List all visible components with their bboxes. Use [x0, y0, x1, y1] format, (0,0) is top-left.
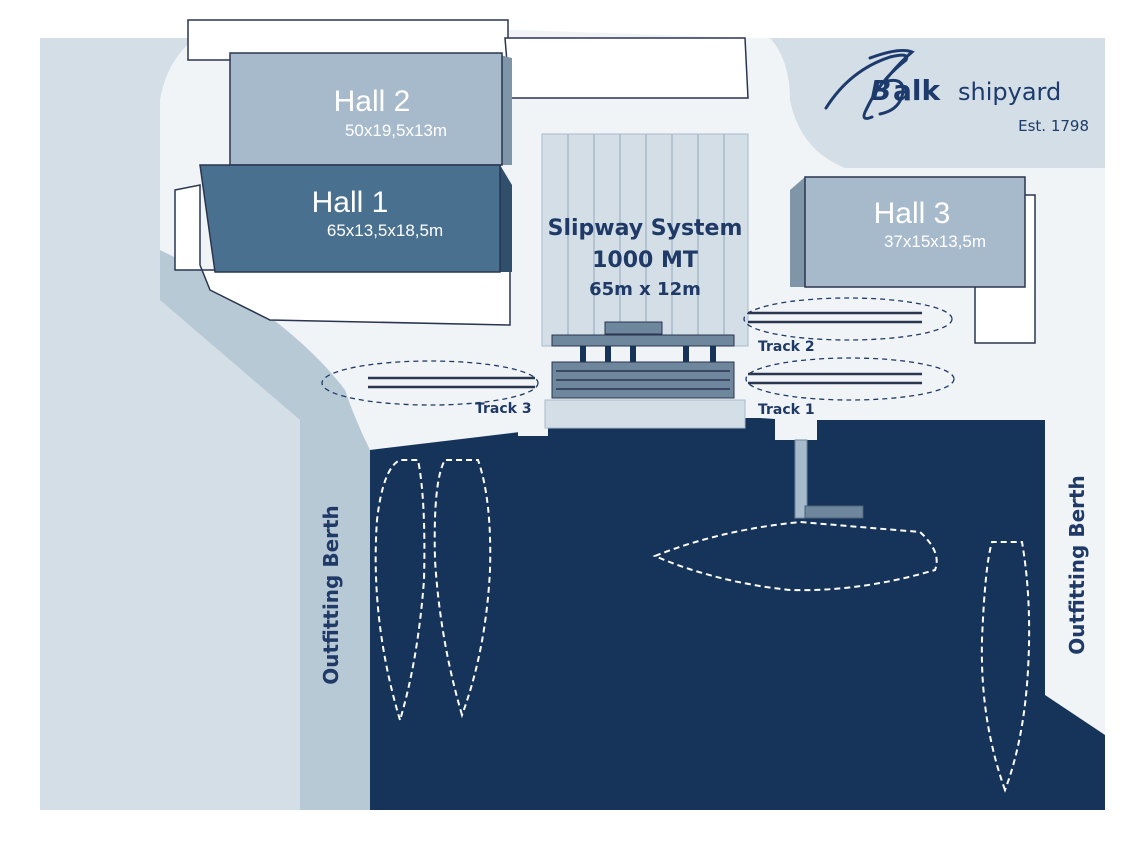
logo-established: Est. 1798: [1018, 117, 1089, 135]
logo-letter: B: [870, 74, 891, 107]
hall-2-side: [500, 55, 512, 165]
hall-3-side: [790, 177, 805, 287]
slipway-area: [541, 133, 749, 347]
track-3-label: Track 3: [475, 401, 532, 417]
slipway-title: Slipway System: [548, 216, 743, 241]
hall-1-roof: [199, 164, 501, 273]
building-top-middle: [504, 37, 749, 99]
hall-1-side: [500, 165, 512, 272]
hall-2[interactable]: Hall 2 50x19,5x13m: [229, 52, 512, 166]
quay-step-left: [518, 410, 548, 436]
berth-ship-outline: [433, 459, 492, 719]
carriage-rails: [556, 370, 730, 390]
left-berth-strip: [160, 250, 370, 810]
water-basin: [370, 418, 1105, 810]
logo-wordmark: shipyard: [958, 78, 1061, 106]
slipway-size: 65m x 12m: [589, 279, 701, 300]
hall-2-roof: [229, 52, 503, 166]
carriage-legs: [580, 346, 716, 362]
hall-1-size: 65x13,5x18,5m: [327, 221, 443, 240]
pier: [794, 439, 808, 519]
hall-3-name: Hall 3: [874, 197, 951, 230]
track-1-label: Track 1: [758, 402, 815, 418]
hall-1-name: Hall 1: [312, 186, 389, 219]
hall-2-size: 50x19,5x13m: [345, 121, 447, 140]
berth-ship-outline: [652, 520, 938, 592]
slipway-system[interactable]: Slipway System 1000 MT 65m x 12m: [541, 133, 749, 429]
hall-2-name: Hall 2: [334, 85, 411, 118]
track-1[interactable]: Track 1: [745, 357, 955, 418]
pier-base: [775, 410, 817, 440]
track-2-ghost-boat: [743, 297, 953, 341]
logo-wordmark-bold: alk: [893, 74, 941, 107]
berth-ship-outline: [980, 541, 1031, 793]
slipway-lanes: [567, 134, 725, 346]
right-berth-label: Outfitting Berth: [1065, 475, 1089, 655]
hall-3[interactable]: Hall 3 37x15x13,5m: [790, 176, 1026, 288]
left-berth-label: Outfitting Berth: [319, 505, 343, 685]
track-3-ghost-boat: [321, 360, 539, 406]
hall-3-size: 37x15x13,5m: [884, 232, 986, 251]
slipway-ramp: [544, 399, 746, 429]
hall-1[interactable]: Hall 1 65x13,5x18,5m: [199, 164, 512, 273]
track-3[interactable]: Track 3: [321, 360, 539, 417]
balk-shipyard-logo: B alk shipyard Est. 1798: [824, 49, 1089, 135]
track-2-label: Track 2: [758, 339, 815, 355]
slipway-capacity: 1000 MT: [592, 248, 698, 273]
carriage-deck: [551, 334, 735, 347]
track-2[interactable]: Track 2: [743, 297, 953, 355]
carriage-top: [604, 321, 663, 335]
berth-ship-outline: [374, 459, 426, 724]
hall-3-roof: [804, 176, 1026, 288]
logo-swirl: [824, 49, 915, 120]
track-1-ghost-boat: [745, 357, 955, 401]
pier-head: [804, 505, 864, 519]
